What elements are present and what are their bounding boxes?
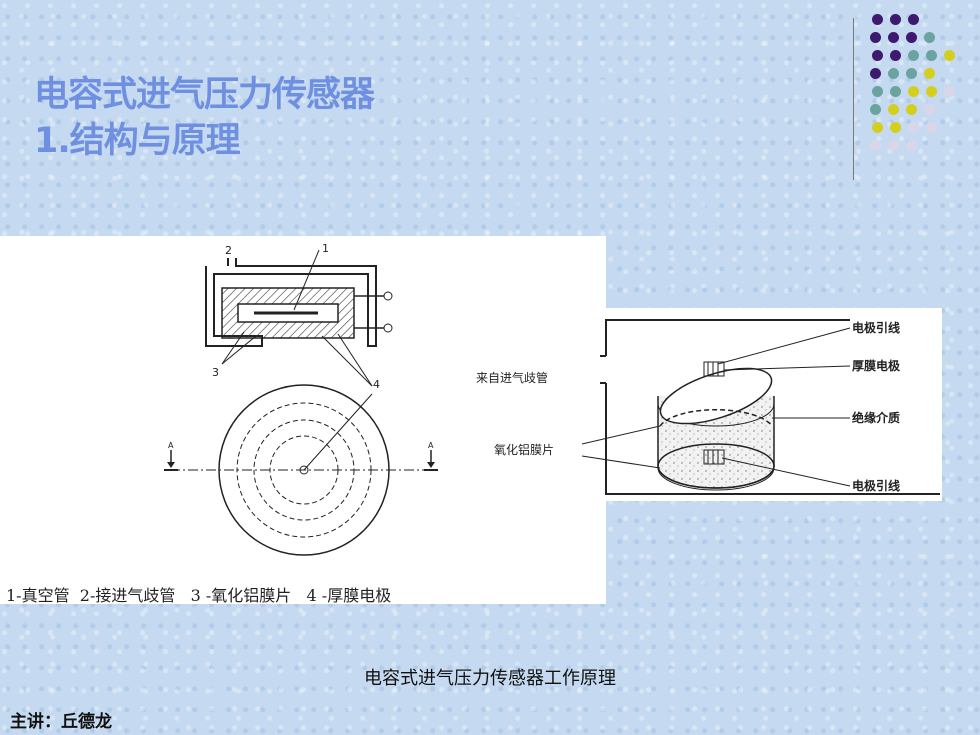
label-insulating-medium: 绝缘介质: [852, 410, 900, 425]
label-thick-film-electrode: 厚膜电极: [852, 358, 901, 373]
title-line-1: 电容式进气压力传感器: [34, 75, 375, 115]
decorative-dot: [906, 140, 917, 151]
decorative-dot: [888, 104, 899, 115]
label-electrode-lead-top: 电极引线: [852, 320, 900, 335]
decorative-dot: [870, 68, 881, 79]
decorative-dot: [890, 14, 901, 25]
decorative-dot: [906, 104, 917, 115]
decorative-dot: [890, 122, 901, 133]
thick-film-electrode: [703, 361, 725, 465]
section-mark-left: A: [168, 441, 174, 450]
label-from-intake-manifold: 来自进气歧管: [476, 370, 548, 385]
left-figure-caption: 1-真空管 2-接进气歧管 3 -氧化铝膜片 4 -厚膜电极: [6, 586, 392, 605]
label-alumina-diaphragm: 氧化铝膜片: [494, 442, 554, 457]
decorative-dot: [908, 14, 919, 25]
decorative-dot: [926, 50, 937, 61]
label-1: 1: [322, 242, 329, 255]
label-electrode-lead-bottom: 电极引线: [852, 478, 900, 493]
decorative-dot: [924, 104, 935, 115]
decorative-dot: [870, 32, 881, 43]
label-2: 2: [225, 244, 232, 257]
decorative-dot: [926, 122, 937, 133]
sensor-element-diagram: 电极引线 厚膜电极 绝缘介质 电极引线: [600, 308, 942, 501]
decorative-dot: [908, 122, 919, 133]
decorative-dot: [944, 86, 955, 97]
decorative-dot: [890, 50, 901, 61]
decorative-dot: [872, 14, 883, 25]
decorative-dot: [924, 32, 935, 43]
structure-drawing: 2 1 3 4 A A: [164, 242, 438, 556]
title-line-2: 1.结构与原理: [34, 121, 241, 161]
decorative-dot: [888, 140, 899, 151]
element-drawing: 电极引线 厚膜电极 绝缘介质 电极引线: [600, 319, 940, 495]
sensor-cylinder: [657, 367, 775, 491]
housing-outline: [205, 258, 377, 347]
decorative-dot: [870, 104, 881, 115]
sensor-structure-diagram: 2 1 3 4 A A: [0, 236, 606, 604]
decorative-dot: [888, 68, 899, 79]
plan-view-disc: [170, 384, 438, 556]
decorative-divider: [853, 18, 854, 180]
slide-title: 电容式进气压力传感器 1.结构与原理: [34, 72, 375, 164]
decorative-dot: [906, 32, 917, 43]
label-4: 4: [373, 378, 380, 391]
decorative-dot: [908, 86, 919, 97]
housing-top: [605, 319, 850, 356]
decorative-dot: [944, 50, 955, 61]
decorative-dot: [872, 86, 883, 97]
slide-caption: 电容式进气压力传感器工作原理: [364, 668, 616, 689]
decorative-dot: [890, 86, 901, 97]
housing-bottom: [605, 383, 940, 495]
decorative-dot: [872, 122, 883, 133]
right-figure-side-labels: 来自进气歧管 氧化铝膜片: [476, 370, 661, 469]
decorative-dot: [906, 68, 917, 79]
decorative-dot: [926, 86, 937, 97]
decorative-dot: [888, 32, 899, 43]
label-3: 3: [212, 366, 219, 379]
section-mark-right: A: [428, 441, 434, 450]
decorative-dot: [872, 50, 883, 61]
decorative-dot: [924, 68, 935, 79]
decorative-dot: [908, 50, 919, 61]
presenter-credit: 主讲：丘德龙: [10, 712, 112, 732]
decorative-dot: [870, 140, 881, 151]
